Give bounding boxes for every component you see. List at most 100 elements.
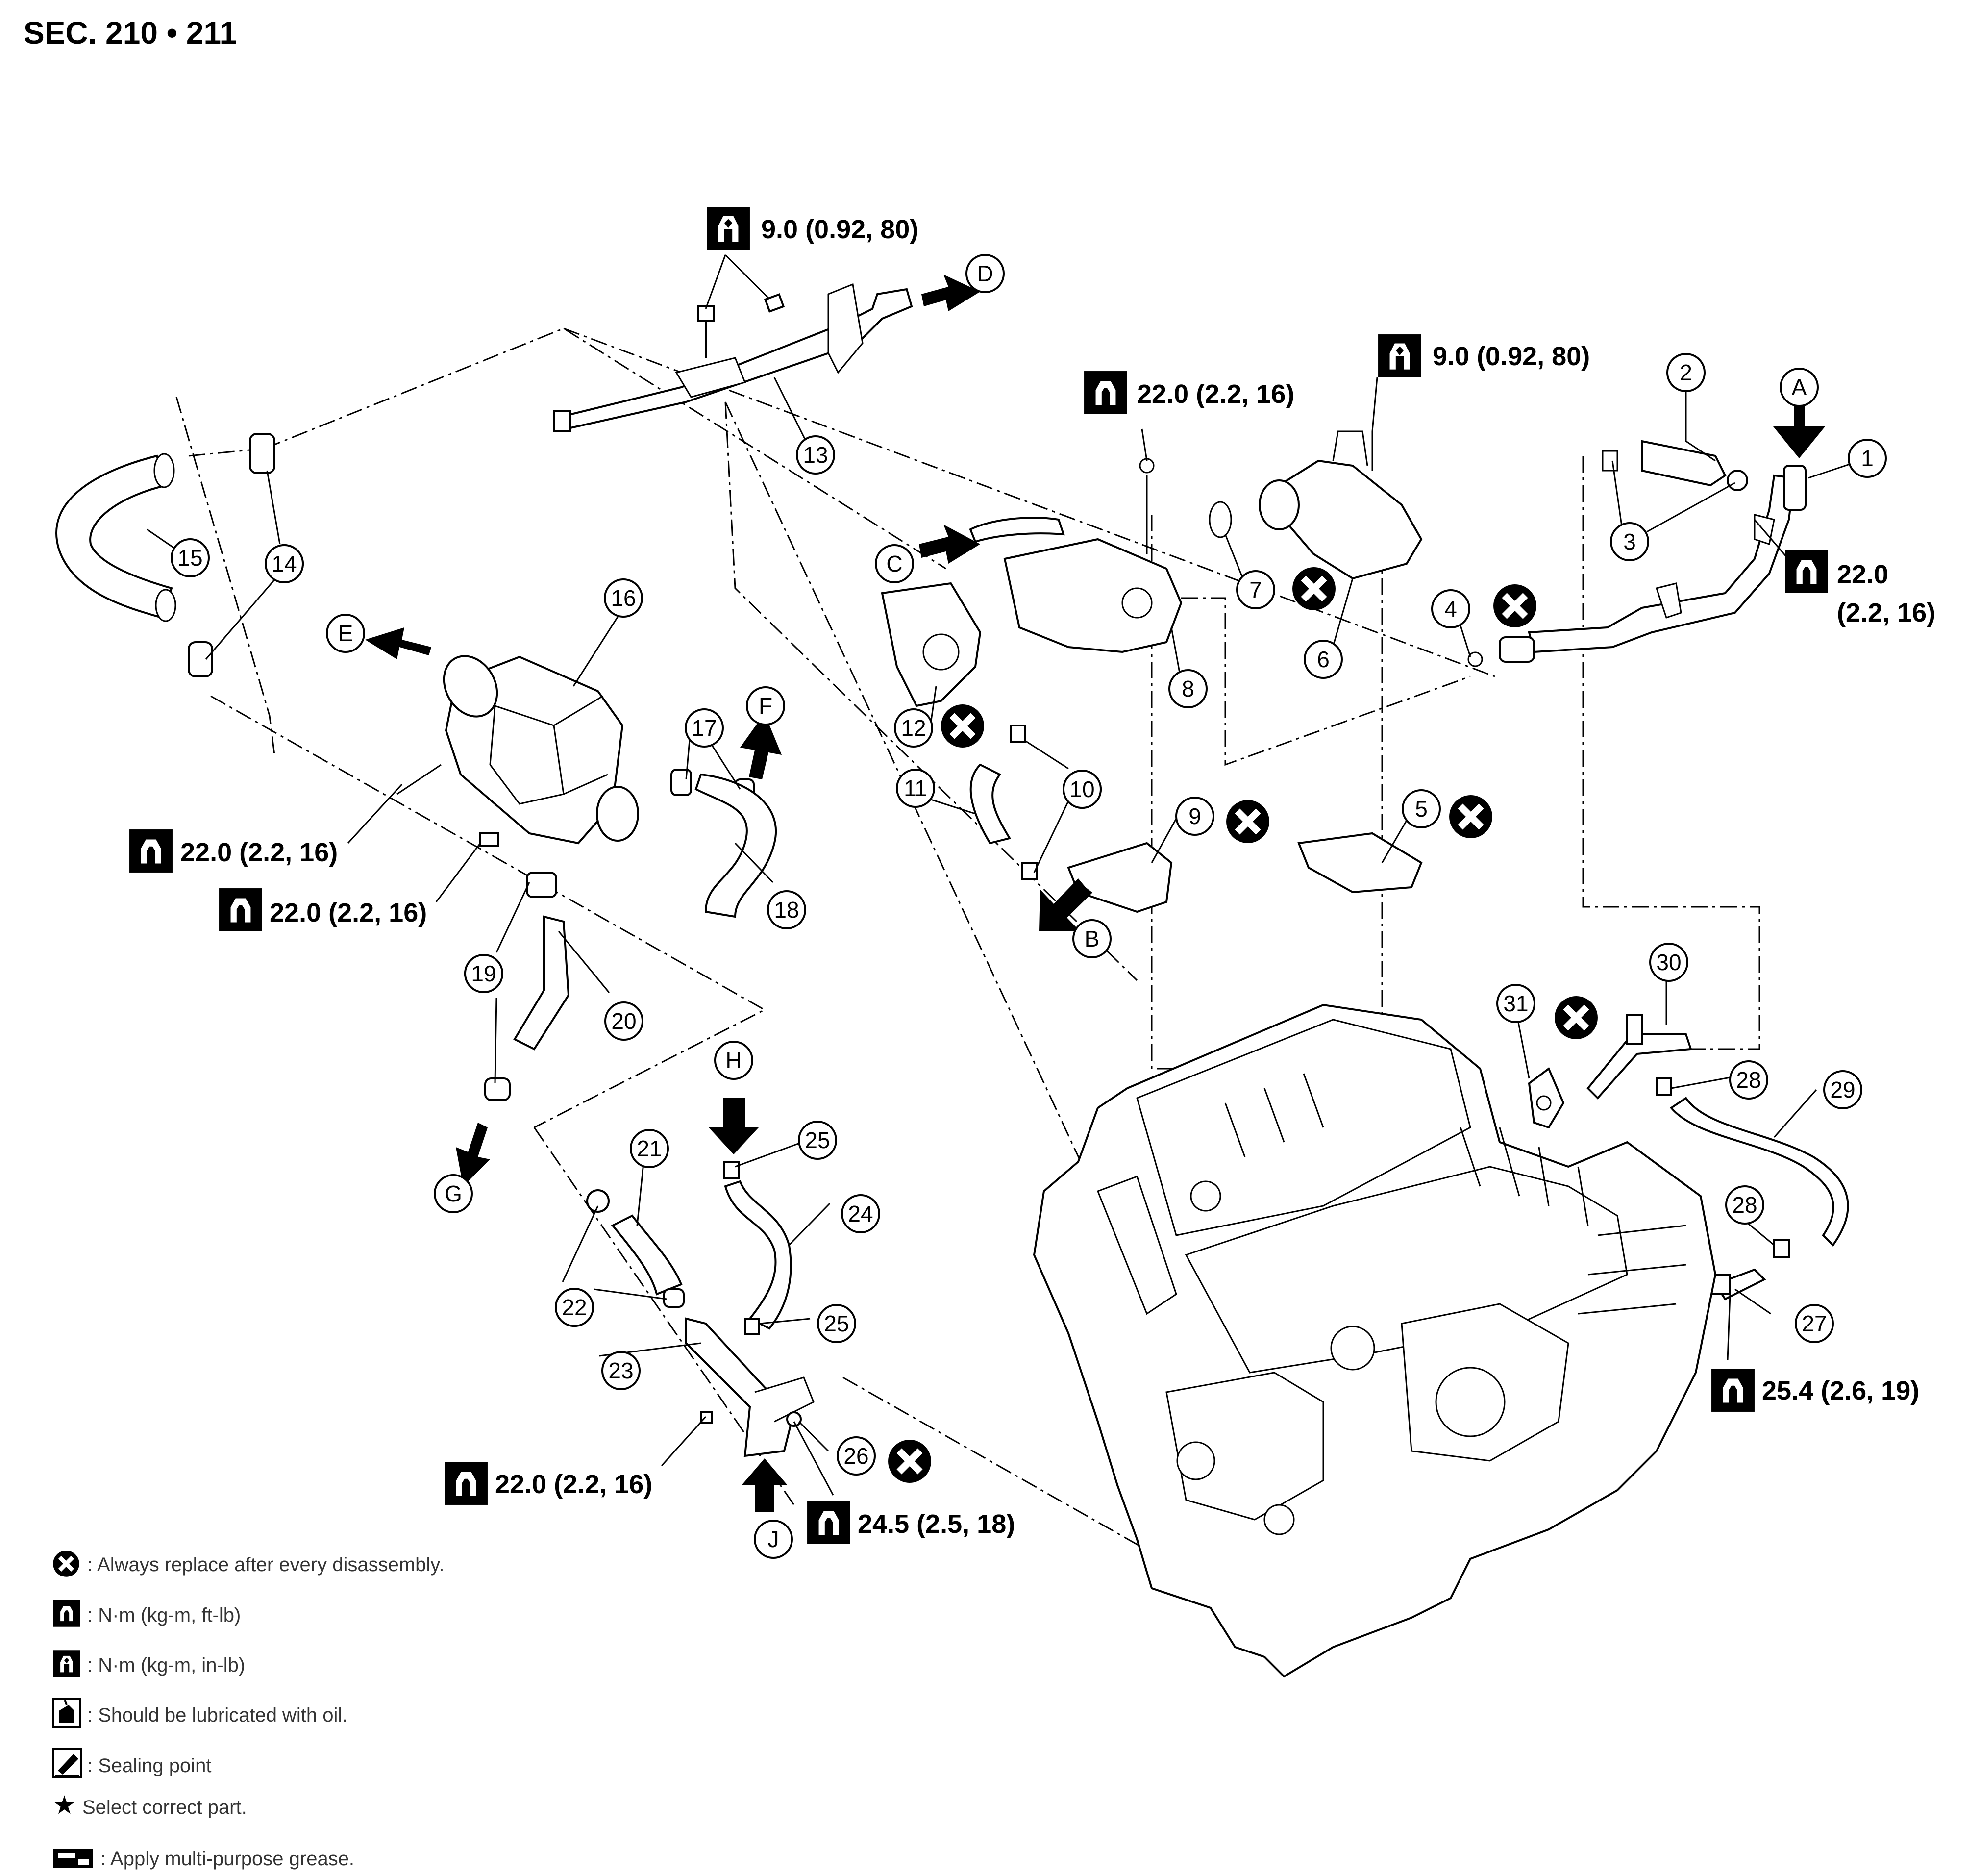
callout-circle [685,708,724,748]
callout-19: 19 [464,954,503,993]
callout-circle [1649,943,1688,982]
callout-16: 16 [604,578,643,618]
callout-number: 21 [637,1136,662,1161]
letter-label: J [768,1526,779,1552]
replace-x-icon [941,704,984,748]
torque-value: 9.0 (0.92, 80) [1433,342,1590,371]
grease-icon [53,1849,93,1868]
connection-a: A [1780,368,1819,407]
callout-22: 22 [555,1288,594,1327]
callout-number: 25 [805,1127,830,1153]
callout-circle [1729,1060,1768,1100]
replace-x-icon [1555,996,1598,1039]
arrow-e [365,627,431,659]
callout-27: 27 [1795,1304,1834,1343]
arrow-b [1039,878,1092,931]
callout-layer: 1234567891010111213141415161718191920212… [171,353,1887,1476]
torque-ftlb-icon [1785,550,1828,593]
callout-11: 11 [896,769,935,808]
legend-text: : Should be lubricated with oil. [87,1704,347,1726]
callout-8: 8 [1168,669,1208,708]
callout-circle [1431,589,1470,628]
callout-number: 1 [1861,446,1874,471]
replace-x-icon [1292,567,1336,610]
letter-circle [714,1041,753,1080]
arrow-f [740,713,782,779]
torque-value: 22.0 (2.2, 16) [495,1470,652,1499]
torque-inlb-icon [1378,334,1421,377]
callout-number: 14 [272,551,297,576]
callout-number: 3 [1623,529,1636,554]
callout-number: 13 [803,442,828,468]
callout-29: 29 [1823,1070,1862,1109]
torque-ftlb-icon [219,888,262,931]
replace-x-icon [1226,800,1269,843]
arrow-c [919,525,980,564]
connection-c: C [875,544,914,583]
callout-6: 6 [1304,640,1343,679]
callout-1: 1 [1848,439,1887,478]
replace-x-icon [53,1551,79,1577]
torque-ftlb-icon [53,1600,80,1627]
callout-circle [601,1351,641,1390]
callout-23: 23 [601,1351,641,1390]
torque-value: (2.2, 16) [1837,598,1935,627]
legend-text: : N·m (kg-m, ft-lb) [87,1604,241,1626]
housing-8 [1003,538,1183,653]
callout-circle [630,1129,669,1168]
letter-circle [875,544,914,583]
torque-inlb-icon [707,207,750,250]
callout-number: 23 [608,1358,633,1383]
callout-5: 5 [1402,789,1441,828]
connection-g: G [434,1174,473,1213]
callout-14: 14 [265,544,304,583]
connection-e: E [326,614,365,653]
callout-circle [841,1194,880,1233]
assembly-dash-lines [175,327,1760,1584]
water-pipe-13 [560,288,913,430]
callout-4: 4 [1431,589,1470,628]
hose-24 [724,1180,792,1330]
callout-number: 9 [1188,803,1201,829]
letter-label: D [977,261,993,286]
callout-number: 29 [1830,1077,1855,1102]
callout-number: 22 [562,1295,587,1320]
legend-text: : N·m (kg-m, in-lb) [87,1654,245,1676]
connection-h: H [714,1041,753,1080]
callout-number: 17 [692,715,717,741]
hose-11 [969,763,1012,845]
callout-7: 7 [1236,570,1275,609]
callout-circle [265,544,304,583]
callout-24: 24 [841,1194,880,1233]
callout-number: 28 [1732,1192,1757,1218]
replace-x-icon [1493,584,1536,627]
callout-number: 7 [1249,577,1262,602]
callout-number: 6 [1317,647,1330,672]
arrow-j [742,1458,788,1512]
arrow-a [1773,390,1825,458]
callout-number: 20 [611,1008,636,1034]
callout-circle [767,890,806,929]
pipe-23 [685,1317,795,1457]
letter-label: C [886,551,902,576]
legend: : Always replace after every disassembly… [52,1551,444,1870]
letter-circle [434,1174,473,1213]
arrow-h [709,1098,759,1154]
callout-17: 17 [685,708,724,748]
torque-value: 22.0 (2.2, 16) [180,838,338,867]
callout-circle [1402,789,1441,828]
pipe-13-end [553,410,571,432]
torque-ftlb-icon [807,1501,850,1544]
letter-circle [746,686,785,725]
parts-art [55,283,1849,1678]
replace-x-icon [888,1440,931,1483]
callout-circle [1168,669,1208,708]
torque-value: 24.5 (2.5, 18) [858,1509,1015,1539]
callout-25: 25 [798,1121,837,1160]
callout-25: 25 [817,1304,856,1343]
hose-29 [1670,1097,1849,1247]
callout-number: 2 [1680,360,1692,385]
callout-number: 8 [1182,676,1194,701]
